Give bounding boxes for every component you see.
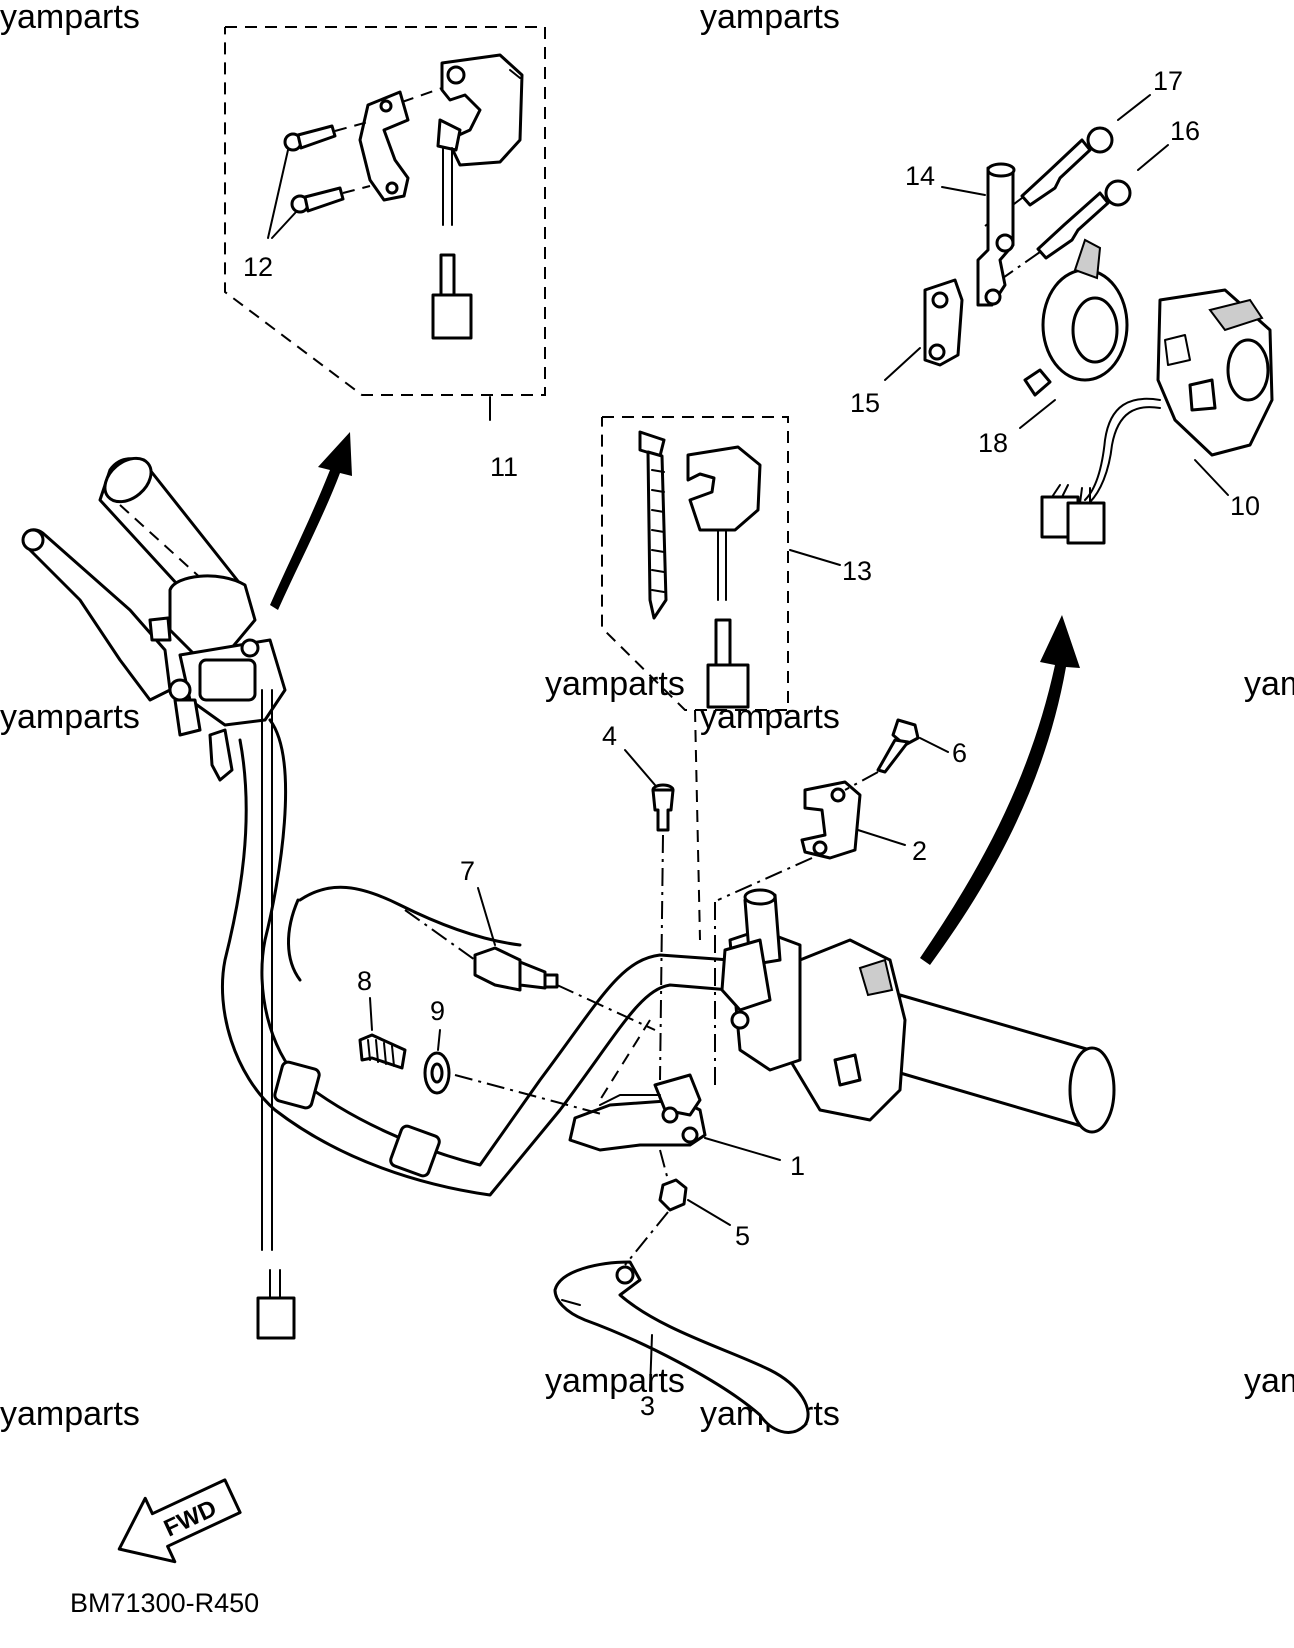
switch-harness <box>1084 397 1161 501</box>
lever-holder-clamp-2 <box>800 780 862 860</box>
bolt-6 <box>876 718 920 774</box>
watermark: yamparts <box>700 0 840 36</box>
arrow-to-inset-10 <box>920 615 1080 965</box>
watermark: yamparts <box>0 0 140 36</box>
callout-18: 18 <box>978 428 1008 458</box>
callout-10: 10 <box>1230 491 1260 521</box>
diagram-code: BM71300-R450 <box>70 1588 259 1618</box>
watermark: yamparts <box>1244 665 1294 703</box>
cable-tie <box>638 430 668 620</box>
clutch-switch-housing <box>436 53 524 167</box>
callout-12: 12 <box>243 252 273 282</box>
clutch-lever-holder-1 <box>568 1073 707 1152</box>
inset-box-13 <box>601 416 789 711</box>
watermark: yamparts <box>545 1362 685 1400</box>
clutch-lever-3 <box>553 1260 810 1434</box>
callout-6: 6 <box>952 738 967 768</box>
front-brake-lever <box>21 528 172 702</box>
throttle-collar-18 <box>1023 238 1129 397</box>
brake-master-cylinder <box>148 574 287 782</box>
callout-15: 15 <box>850 388 880 418</box>
callout-2: 2 <box>912 836 927 866</box>
watermark: yamparts <box>0 1395 140 1433</box>
screw-12-lower <box>290 186 345 214</box>
callout-13: 13 <box>842 556 872 586</box>
watermark: yamparts <box>1244 1362 1294 1400</box>
switch-connectors-10 <box>1040 484 1106 545</box>
front-brake-switch-connector <box>256 1296 296 1340</box>
nut-5 <box>658 1178 688 1212</box>
right-throttle-grip <box>888 993 1116 1134</box>
callout-4: 4 <box>602 721 617 751</box>
callout-8: 8 <box>357 966 372 996</box>
upper-holder-14 <box>976 162 1016 307</box>
bolt-17 <box>1020 126 1114 207</box>
screw-12-upper <box>283 124 337 152</box>
right-handlebar-switch-10 <box>1156 288 1274 457</box>
callout-11: 11 <box>490 452 518 482</box>
handlebar <box>221 718 732 1197</box>
lower-holder-15 <box>923 278 964 367</box>
watermark: yamparts <box>0 698 140 736</box>
switch-connector-13 <box>706 663 750 709</box>
callout-16: 16 <box>1170 116 1200 146</box>
switch-clamp-bracket <box>358 90 410 202</box>
switch-connector <box>431 293 473 340</box>
bolt-16 <box>1036 179 1132 260</box>
right-switch-assembly <box>720 888 907 1122</box>
callout-3: 3 <box>640 1391 655 1421</box>
inset-box-11 <box>224 26 546 396</box>
callout-1: 1 <box>790 1151 805 1181</box>
callout-7: 7 <box>460 856 475 886</box>
arrow-to-inset-11 <box>270 432 352 610</box>
switch-wire-sleeve <box>439 253 456 297</box>
fwd-arrow-icon: FWD <box>117 1478 242 1564</box>
locknut-9 <box>423 1051 451 1095</box>
switch-wire-sleeve-13 <box>714 618 732 667</box>
callout-17: 17 <box>1153 66 1183 96</box>
switch-holder-block <box>686 445 762 532</box>
pivot-bolt-4 <box>651 783 675 832</box>
clutch-switch-7 <box>473 946 559 992</box>
callout-14: 14 <box>905 161 935 191</box>
watermark: yamparts <box>545 665 685 703</box>
adjusting-bolt-8 <box>358 1033 407 1070</box>
callout-5: 5 <box>735 1221 750 1251</box>
callout-9: 9 <box>430 996 445 1026</box>
